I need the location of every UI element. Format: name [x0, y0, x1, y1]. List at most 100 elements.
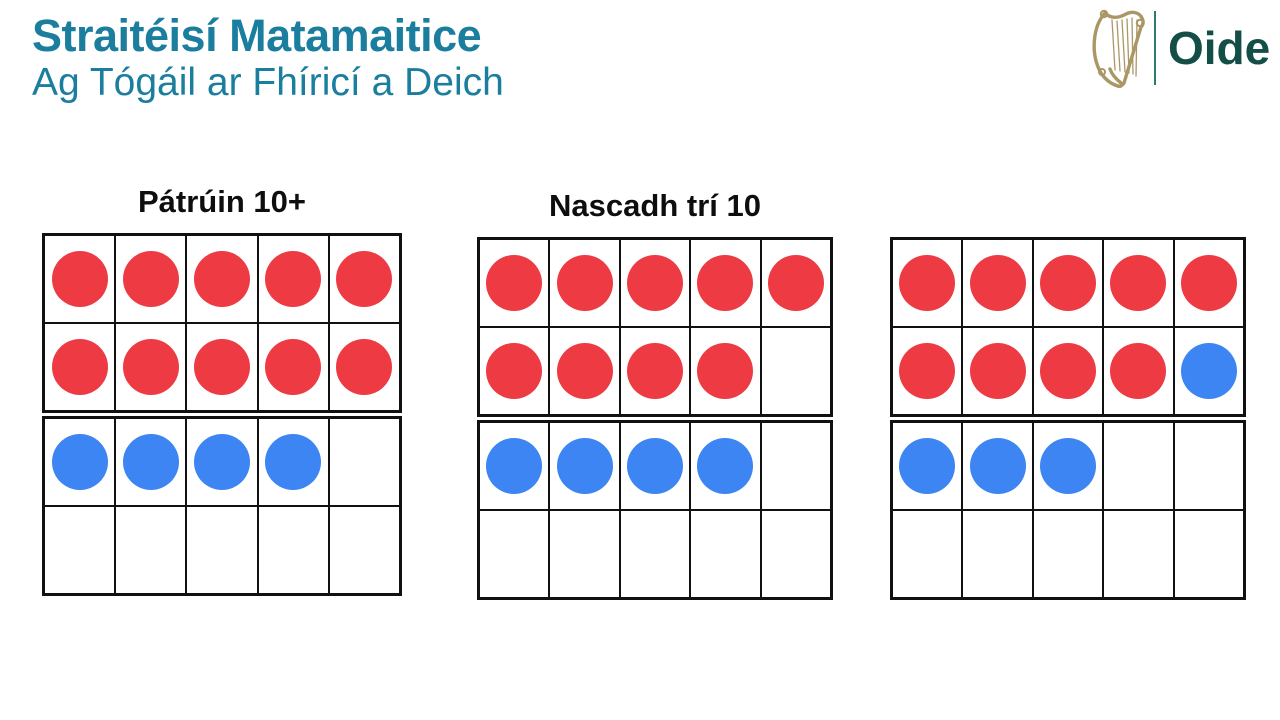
red-counter-dot	[697, 343, 754, 399]
red-counter-dot	[556, 255, 613, 311]
ten-frame-cell	[187, 236, 257, 322]
ten-frame-cell	[45, 507, 115, 593]
red-counter-dot	[1039, 255, 1096, 311]
oide-logo: Oide	[1088, 6, 1270, 90]
logo-divider	[1154, 11, 1156, 85]
ten-frame-cell	[620, 240, 690, 326]
red-counter-dot	[1110, 343, 1167, 399]
ten-frame-cell	[691, 511, 760, 597]
ten-frame-cell	[1104, 423, 1173, 509]
page-title: Straitéisí Matamaitice	[32, 10, 482, 61]
blue-counter-dot	[1180, 343, 1237, 399]
ten-frame-cell	[691, 423, 760, 509]
red-counter-dot	[122, 251, 179, 307]
ten-frame-cell	[893, 240, 962, 326]
red-counter-dot	[1180, 255, 1237, 311]
ten-frame-cell	[45, 236, 115, 322]
ten-frame-cell	[1033, 240, 1103, 326]
ten-frame-cell	[329, 507, 399, 593]
blue-counter-dot	[122, 434, 179, 490]
ten-frame-cell	[258, 507, 328, 593]
ten-frame-cell	[691, 240, 760, 326]
page-subtitle: Ag Tógáil ar Fhíricí a Deich	[32, 60, 504, 104]
ten-frame-cell	[620, 423, 690, 509]
blue-counter-dot	[51, 434, 108, 490]
ten-frame-cell	[45, 419, 115, 505]
ten-frame-top	[477, 237, 833, 417]
ten-frame-cell	[329, 419, 399, 505]
ten-frame-cell	[893, 328, 962, 414]
ten-frame-cell	[1033, 511, 1103, 597]
ten-frame-cell	[1174, 423, 1243, 509]
red-counter-dot	[486, 255, 543, 311]
slide-header: Straitéisí Matamaitice Ag Tógáil ar Fhír…	[32, 10, 504, 105]
ten-frame-cell	[258, 324, 328, 410]
ten-frame-cell	[550, 511, 619, 597]
ten-frame-cell	[187, 324, 257, 410]
red-counter-dot	[193, 251, 250, 307]
blue-counter-dot	[969, 438, 1026, 494]
ten-frame-cell	[1033, 328, 1103, 414]
blue-counter-dot	[626, 438, 683, 494]
ten-frame-cell	[258, 236, 328, 322]
ten-frame-cell	[550, 240, 619, 326]
ten-frame-cell	[761, 328, 830, 414]
blue-counter-dot	[265, 434, 322, 490]
diagram-label: Pátrúin 10+	[138, 184, 306, 219]
harp-icon	[1092, 9, 1145, 89]
red-counter-dot	[697, 255, 754, 311]
red-counter-dot	[51, 251, 108, 307]
ten-frame-bottom	[477, 420, 833, 600]
red-counter-dot	[969, 343, 1026, 399]
ten-frame-cell	[480, 328, 549, 414]
red-counter-dot	[969, 255, 1026, 311]
ten-frame-cell	[116, 324, 186, 410]
red-counter-dot	[1039, 343, 1096, 399]
ten-frame-cell	[1104, 328, 1173, 414]
ten-frame-cell	[187, 507, 257, 593]
ten-frame-cell	[550, 423, 619, 509]
ten-frame-cell	[1104, 511, 1173, 597]
ten-frame-cell	[761, 511, 830, 597]
ten-frame-bottom	[42, 416, 402, 596]
ten-frame-cell	[1174, 511, 1243, 597]
red-counter-dot	[265, 339, 322, 395]
blue-counter-dot	[193, 434, 250, 490]
blue-counter-dot	[486, 438, 543, 494]
red-counter-dot	[767, 255, 824, 311]
ten-frame-cell	[480, 240, 549, 326]
ten-frame-cell	[620, 328, 690, 414]
ten-frame-cell	[691, 328, 760, 414]
blue-counter-dot	[899, 438, 956, 494]
ten-frame-diagram-2: Nascadh trí 10	[477, 188, 833, 600]
ten-frame-cell	[761, 423, 830, 509]
ten-frame-cell	[893, 423, 962, 509]
ten-frame-cell	[1033, 423, 1103, 509]
ten-frame-top	[42, 233, 402, 413]
ten-frame-cell	[116, 236, 186, 322]
ten-frame-cell	[258, 419, 328, 505]
red-counter-dot	[122, 339, 179, 395]
red-counter-dot	[556, 343, 613, 399]
ten-frame-cell	[963, 423, 1032, 509]
ten-frame-cell	[1174, 240, 1243, 326]
ten-frame-cell	[480, 511, 549, 597]
ten-frame-cell	[893, 511, 962, 597]
red-counter-dot	[336, 251, 393, 307]
red-counter-dot	[51, 339, 108, 395]
ten-frame-cell	[963, 328, 1032, 414]
ten-frame-diagram-3	[890, 237, 1246, 600]
red-counter-dot	[899, 255, 956, 311]
ten-frame-cell	[45, 324, 115, 410]
brand-name: Oide	[1168, 22, 1271, 74]
ten-frame-cell	[620, 511, 690, 597]
red-counter-dot	[626, 255, 683, 311]
blue-counter-dot	[697, 438, 754, 494]
ten-frame-top	[890, 237, 1246, 417]
ten-frame-cell	[963, 511, 1032, 597]
red-counter-dot	[265, 251, 322, 307]
red-counter-dot	[1110, 255, 1167, 311]
blue-counter-dot	[1039, 438, 1096, 494]
ten-frame-cell	[480, 423, 549, 509]
